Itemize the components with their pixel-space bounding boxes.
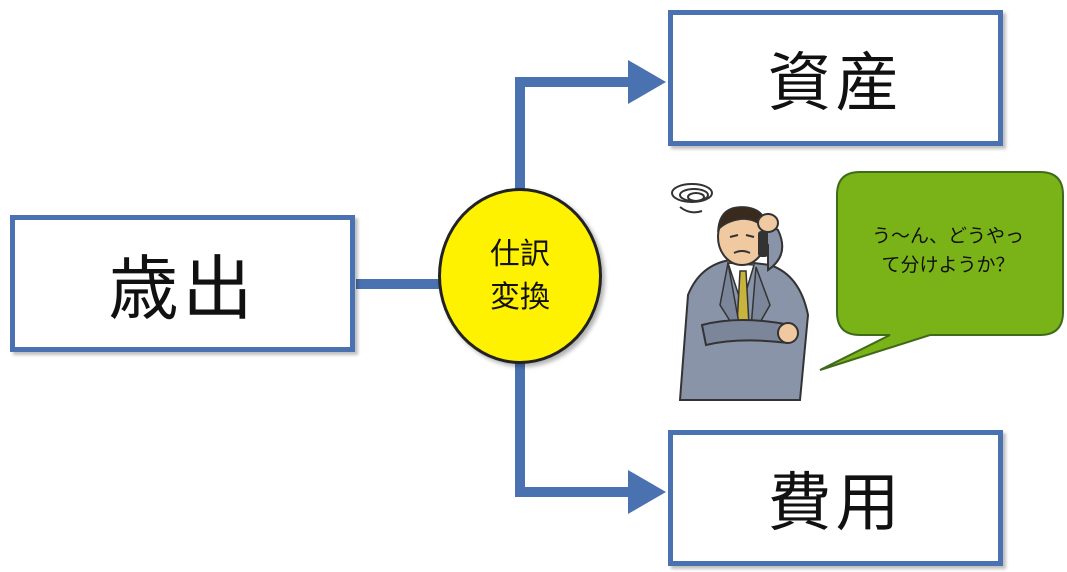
arrowhead-asset (628, 60, 666, 104)
speech-bubble (819, 171, 1064, 371)
arrowhead-expense (628, 470, 666, 514)
speech-bubble-text: う～ん、どうやっ て分けようか？ (838, 222, 1058, 281)
journal-conversion-node: 仕訳 変換 (438, 188, 602, 364)
speech-bubble-line2: て分けようか？ (881, 254, 1015, 277)
node-label-line2: 変換 (490, 280, 550, 315)
node-label-line1: 仕訳 (490, 236, 550, 272)
source-box-label: 歳出 (108, 248, 257, 330)
arrow-to-expense (515, 360, 630, 497)
asset-box: 資産 (668, 10, 1003, 146)
confused-businessman-icon (671, 183, 810, 401)
arrow-to-asset (515, 77, 630, 195)
source-box: 歳出 (10, 215, 355, 352)
speech-bubble-line1: う～ん、どうやっ (871, 225, 1024, 247)
asset-box-label: 資産 (767, 47, 904, 121)
thought-swirl-icon (671, 183, 713, 214)
expense-box-label: 費用 (767, 467, 904, 541)
expense-box: 費用 (668, 430, 1003, 566)
